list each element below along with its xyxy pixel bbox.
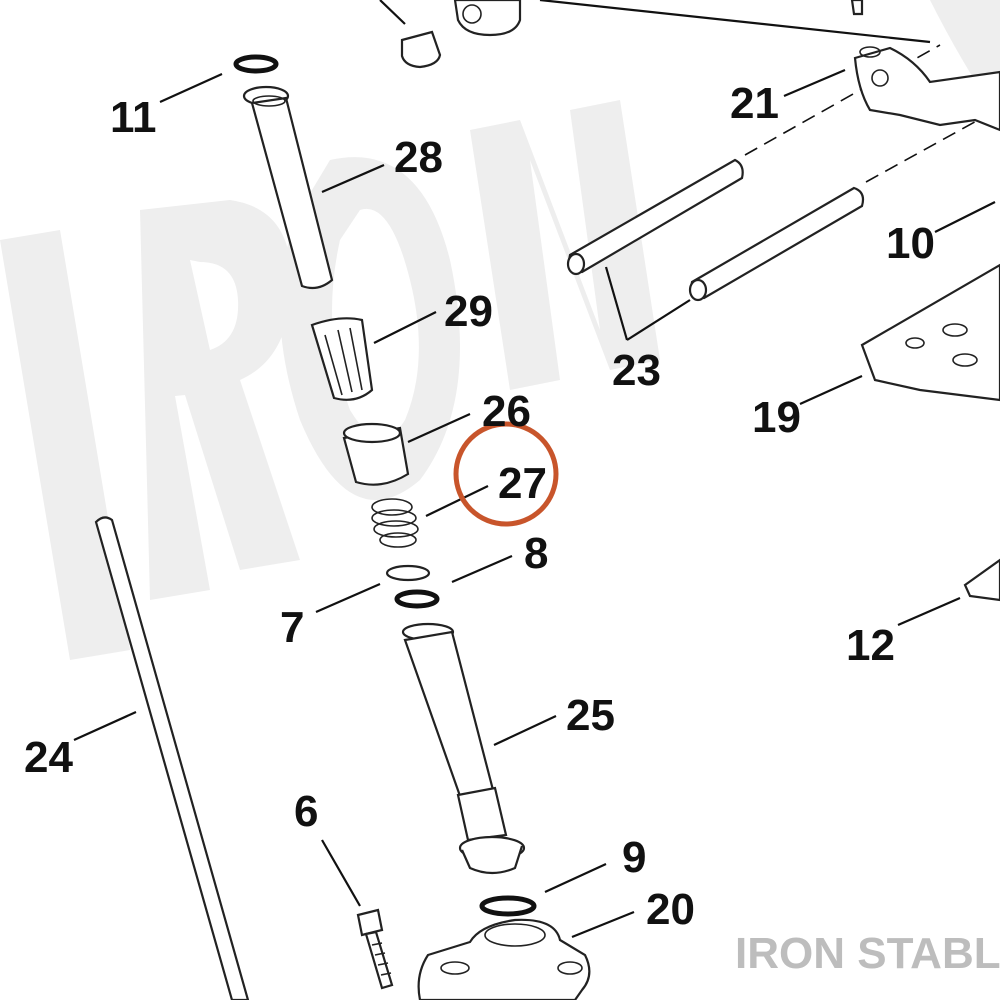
part-21-bracket [850, 0, 1000, 132]
label-29: 29 [444, 287, 493, 336]
part-20-housing [417, 918, 591, 1000]
part-24-rod [94, 516, 250, 1000]
part-8-washer [385, 564, 431, 582]
label-21: 21 [730, 79, 779, 128]
part-11-oring [233, 54, 279, 74]
part-7-oring [394, 589, 440, 609]
part-19-plate [860, 263, 1000, 402]
part-26-cup [342, 422, 410, 486]
label-7: 7 [280, 603, 304, 652]
label-23: 23 [612, 346, 661, 395]
part-9-oring [479, 895, 537, 917]
label-19: 19 [752, 393, 801, 442]
part-28-tube [242, 85, 334, 290]
brand-watermark: IRON STABLE [735, 929, 1000, 978]
label-28: 28 [394, 133, 443, 182]
part-25-tube [401, 622, 526, 875]
label-11: 11 [110, 93, 157, 142]
part-27-spring [371, 498, 419, 548]
label-6: 6 [294, 787, 318, 836]
label-10: 10 [886, 219, 935, 268]
label-27: 27 [498, 459, 547, 508]
leader-lines [73, 68, 996, 939]
label-26: 26 [482, 387, 531, 436]
label-25: 25 [566, 691, 615, 740]
part-6-bolt [356, 908, 394, 990]
part-23-pins [566, 44, 1000, 302]
label-8: 8 [524, 529, 548, 578]
part-29-sleeve [310, 317, 374, 401]
label-20: 20 [646, 885, 695, 934]
part-12-plate-edge [963, 558, 1000, 602]
label-9: 9 [622, 833, 646, 882]
watermark [0, 0, 1000, 660]
label-24: 24 [24, 733, 73, 782]
label-12: 12 [846, 621, 895, 670]
top-fitting [379, 0, 931, 69]
highlight-circle [453, 421, 559, 527]
callout-labels: 11 28 29 26 27 8 7 25 24 6 9 20 21 10 23… [24, 79, 935, 934]
